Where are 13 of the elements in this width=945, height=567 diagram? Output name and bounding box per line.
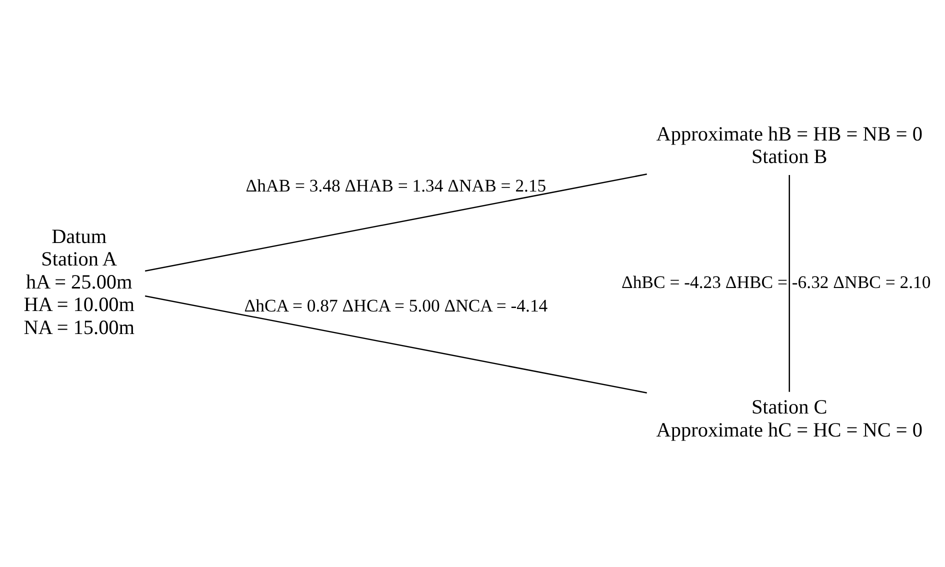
node-label: hA = 25.00m [26,271,132,294]
edge-label: ΔhAB = 3.48 ΔHAB = 1.34 ΔNAB = 2.15 [246,175,546,196]
edge-label: ΔhBC = -4.23 ΔHBC = -6.32 ΔNBC = 2.10 [621,272,931,292]
node-label: Approximate hC = HC = NC = 0 [656,419,922,442]
node-label: Approximate hB = HB = NB = 0 [656,123,922,146]
connector [788,174,790,392]
node-label: NA = 15.00m [24,316,135,339]
edge-label: ΔhCA = 0.87 ΔHCA = 5.00 ΔNCA = -4.14 [244,296,548,316]
connector [144,174,647,272]
node-label: HA = 10.00m [24,294,135,316]
node-text: Station C [751,396,828,419]
connector [144,295,647,394]
node-text: Station B [751,146,828,168]
